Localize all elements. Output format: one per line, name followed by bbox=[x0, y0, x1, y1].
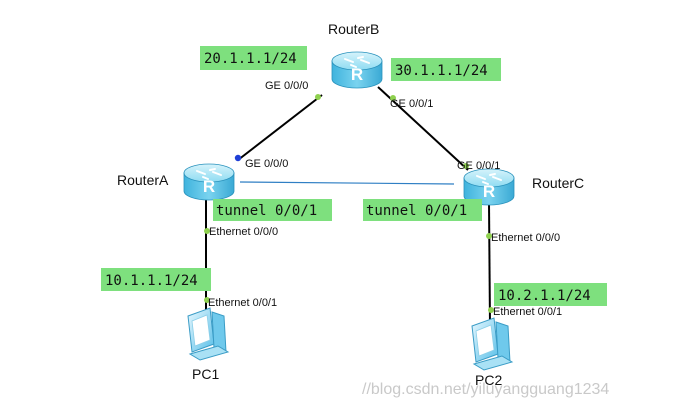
port-label-a-eth000: Ethernet 0/0/0 bbox=[209, 226, 278, 238]
ip-label-20-bg bbox=[200, 46, 307, 70]
port-dot-c-eth000 bbox=[486, 233, 492, 239]
port-label-c-eth000: Ethernet 0/0/0 bbox=[491, 232, 560, 244]
ip-label-102-bg bbox=[494, 283, 607, 306]
port-dot-pc2-eth001 bbox=[488, 307, 494, 313]
ip-label-10: 10.1.1.1/24 bbox=[105, 273, 198, 289]
port-dot-pc1-eth001 bbox=[204, 297, 210, 303]
tunnel-label-c: tunnel 0/0/1 bbox=[366, 203, 467, 219]
ip-label-30-bg bbox=[391, 58, 501, 81]
port-label-b-ge000: GE 0/0/0 bbox=[265, 80, 308, 92]
port-dot-a-ge000 bbox=[234, 154, 242, 162]
ip-label-102: 10.2.1.1/24 bbox=[498, 288, 591, 304]
port-label-pc2-eth001: Ethernet 0/0/1 bbox=[493, 306, 562, 318]
router-a[interactable]: R bbox=[183, 163, 235, 201]
watermark: //blog.csdn.net/yiluyangguang1234 bbox=[362, 381, 609, 398]
tunnel-label-a: tunnel 0/0/1 bbox=[216, 203, 317, 219]
port-dot-b-ge001 bbox=[390, 95, 396, 101]
tunnel-label-a-bg bbox=[213, 199, 332, 221]
router-c[interactable]: R bbox=[463, 168, 515, 206]
router-c-label: RouterC bbox=[532, 175, 584, 191]
ip-label-10-bg bbox=[101, 268, 211, 291]
pc-icon bbox=[471, 317, 513, 371]
port-dot-a-eth000 bbox=[204, 228, 210, 234]
pc2-label: PC2 bbox=[475, 372, 502, 388]
port-dot-c-ge001 bbox=[463, 163, 469, 169]
port-label-a-ge000: GE 0/0/0 bbox=[245, 158, 288, 170]
router-a-label: RouterA bbox=[117, 172, 169, 188]
port-dot-b-ge000 bbox=[315, 94, 321, 100]
pc1[interactable] bbox=[187, 307, 229, 361]
router-c-glyph: R bbox=[483, 182, 495, 201]
ip-label-20: 20.1.1.1/24 bbox=[204, 51, 297, 67]
tunnel-link bbox=[239, 181, 455, 185]
ip-label-30: 30.1.1.1/24 bbox=[395, 63, 488, 79]
router-b-glyph: R bbox=[351, 65, 363, 84]
router-a-glyph: R bbox=[203, 177, 215, 196]
pc-icon bbox=[187, 307, 229, 361]
link-c-pc2 bbox=[488, 202, 491, 327]
pc2[interactable] bbox=[471, 317, 513, 371]
pc1-label: PC1 bbox=[192, 366, 219, 382]
port-label-pc1-eth001: Ethernet 0/0/1 bbox=[208, 297, 277, 309]
link-a-b bbox=[237, 94, 323, 161]
port-label-c-ge001: GE 0/0/1 bbox=[457, 160, 500, 172]
router-b-label: RouterB bbox=[328, 21, 379, 37]
router-b[interactable]: R bbox=[331, 51, 383, 89]
tunnel-label-c-bg bbox=[363, 199, 482, 221]
port-label-b-ge001: GE 0/0/1 bbox=[390, 98, 433, 110]
